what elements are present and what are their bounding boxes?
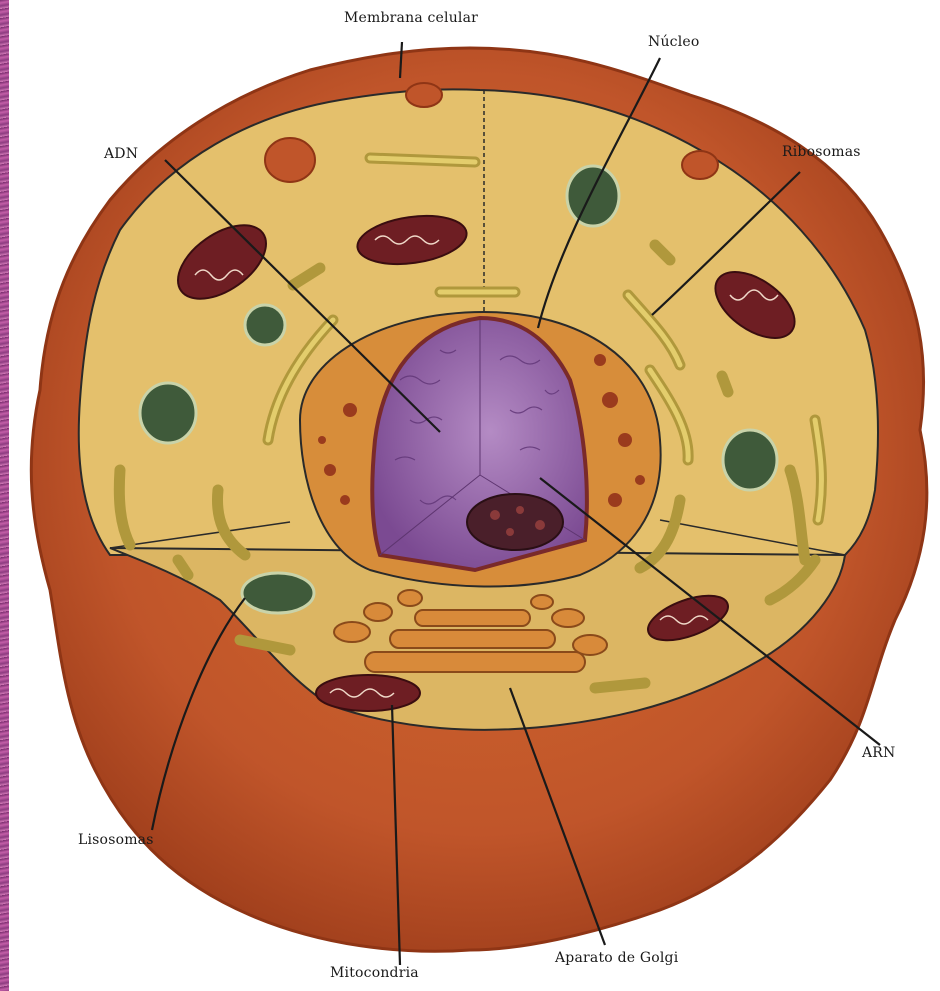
nucleolus (467, 494, 563, 550)
label-nucleo: Núcleo (648, 34, 700, 50)
label-adn: ADN (104, 146, 138, 162)
label-aparato-de-golgi: Aparato de Golgi (555, 950, 678, 966)
label-arn: ARN (862, 745, 896, 761)
label-membrana-celular: Membrana celular (344, 10, 478, 26)
label-mitocondria: Mitocondria (330, 965, 419, 981)
label-ribosomas: Ribosomas (782, 144, 861, 160)
label-lisosomas: Lisosomas (78, 832, 154, 848)
